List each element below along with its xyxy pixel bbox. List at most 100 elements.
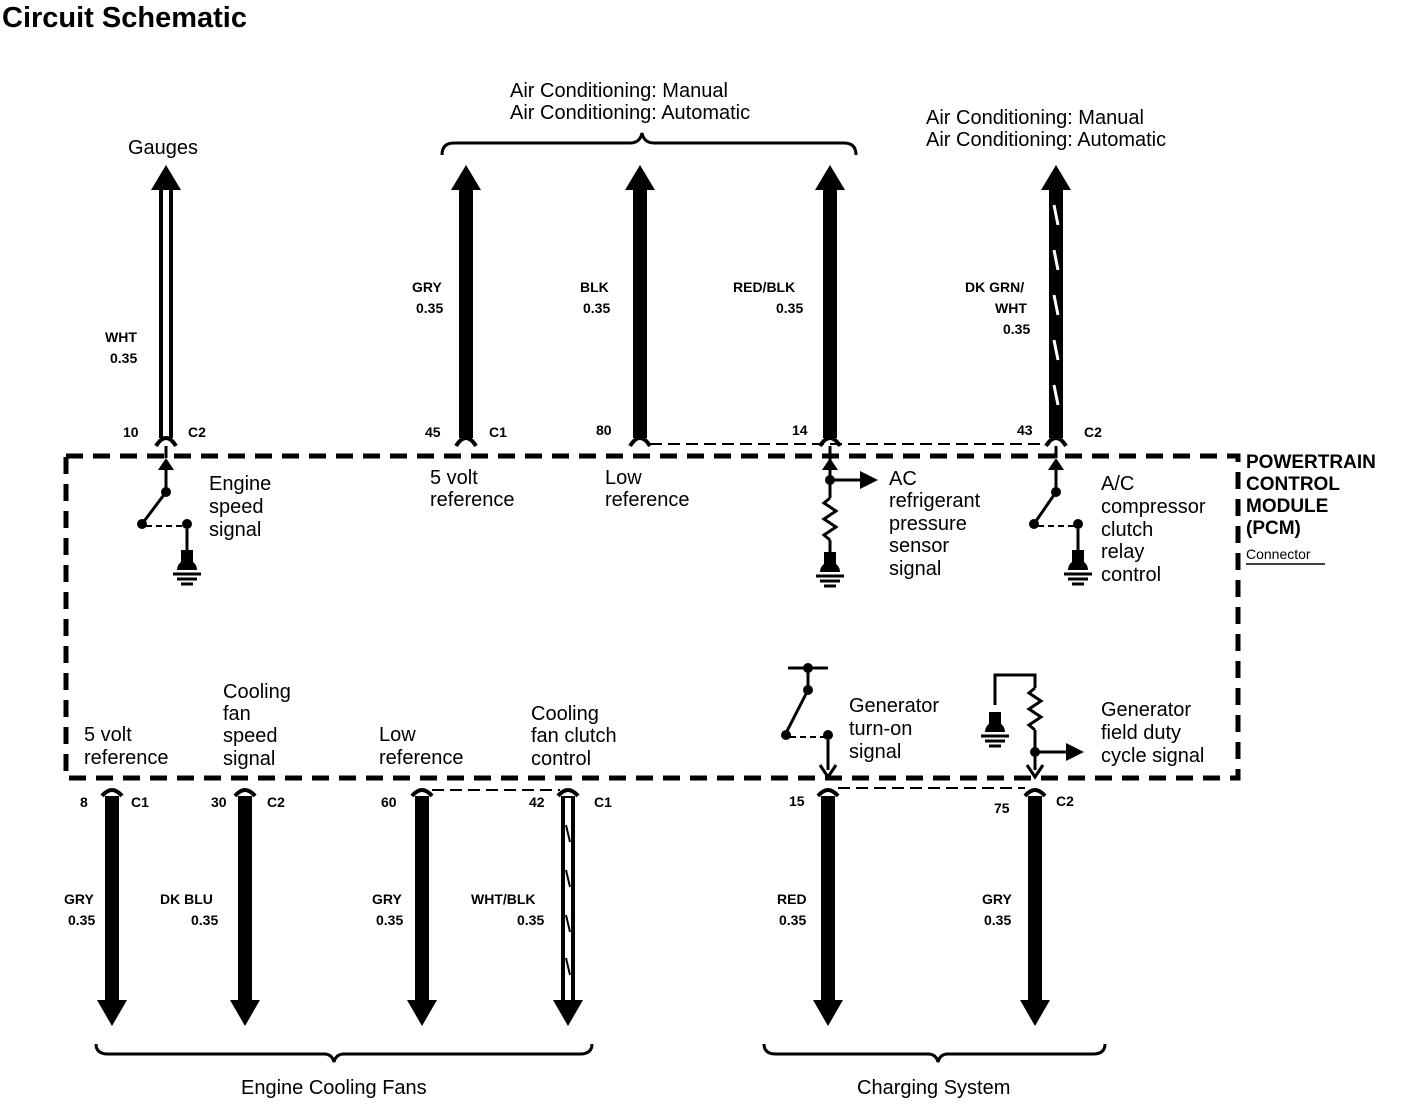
svg-text:Low: Low — [379, 724, 416, 746]
svg-text:Cooling: Cooling — [531, 703, 599, 725]
svg-text:Low: Low — [605, 467, 642, 489]
svg-text:signal: signal — [889, 558, 941, 580]
svg-text:refrigerant: refrigerant — [889, 490, 981, 512]
svg-text:speed: speed — [209, 496, 264, 518]
pin-80: 80 — [596, 422, 612, 438]
pin-45: 45 — [425, 424, 441, 440]
svg-text:Air Conditioning: Manual: Air Conditioning: Manual — [510, 80, 728, 102]
svg-text:MODULE: MODULE — [1246, 496, 1328, 517]
connector-c1-top: C1 — [489, 424, 507, 440]
svg-text:relay: relay — [1101, 541, 1144, 563]
bottom-pin-labels: 8 C1 30 C2 60 42 C1 15 75 C2 — [80, 793, 1074, 816]
wire-whtblk-42 — [553, 788, 583, 1026]
wire-gry-8 — [97, 788, 127, 1026]
pcm-label: POWERTRAIN CONTROL MODULE (PCM) Connecto… — [1246, 452, 1376, 565]
wire-gry-45 — [451, 165, 481, 448]
wire-label-blk: BLK 0.35 — [580, 279, 610, 316]
ac-pressure-sensor-symbol — [814, 446, 878, 588]
svg-text:0.35: 0.35 — [583, 300, 610, 316]
page-title: Circuit Schematic — [2, 2, 247, 34]
svg-text:0.35: 0.35 — [1003, 321, 1030, 337]
gauges-label: Gauges — [128, 137, 198, 159]
svg-text:GRY: GRY — [64, 891, 94, 907]
svg-text:control: control — [1101, 564, 1161, 586]
generator-turn-on-label: Generator turn-on signal — [849, 695, 939, 763]
wire-label-gry-75: GRY 0.35 — [982, 891, 1012, 928]
connector-c1-bottom-mid: C1 — [594, 794, 612, 810]
svg-text:0.35: 0.35 — [779, 912, 806, 928]
svg-text:DK GRN/: DK GRN/ — [965, 279, 1024, 295]
svg-text:A/C: A/C — [1101, 473, 1134, 495]
fan-speed-label: Cooling fan speed signal — [223, 681, 291, 770]
wire-red-15 — [813, 788, 843, 1026]
ac-clutch-label: A/C compressor clutch relay control — [1101, 473, 1206, 586]
svg-text:clutch: clutch — [1101, 519, 1153, 541]
low-ref-bottom-label: Low reference — [379, 724, 464, 769]
svg-text:GRY: GRY — [412, 279, 442, 295]
svg-text:AC: AC — [889, 468, 917, 490]
svg-text:reference: reference — [84, 747, 169, 769]
engine-speed-switch-symbol — [137, 470, 203, 586]
svg-text:RED: RED — [777, 891, 807, 907]
wire-label-redblk: RED/BLK 0.35 — [733, 279, 803, 316]
wire-label-gry-45: GRY 0.35 — [412, 279, 443, 316]
svg-text:0.35: 0.35 — [110, 350, 137, 366]
svg-text:5 volt: 5 volt — [430, 467, 478, 489]
wire-wht-10 — [151, 165, 181, 470]
svg-text:sensor: sensor — [889, 535, 949, 557]
svg-text:signal: signal — [223, 748, 275, 770]
cooling-fans-label: Engine Cooling Fans — [241, 1077, 427, 1099]
svg-text:fan: fan — [223, 703, 251, 725]
svg-text:WHT: WHT — [995, 300, 1027, 316]
pcm-boundary — [63, 453, 1241, 781]
charging-bracket — [762, 1043, 1107, 1063]
svg-text:speed: speed — [223, 725, 278, 747]
svg-text:Engine: Engine — [209, 473, 271, 495]
pin-14: 14 — [792, 422, 808, 438]
five-volt-ref-top-label: 5 volt reference — [430, 467, 515, 511]
pin-30: 30 — [211, 794, 227, 810]
svg-text:(PCM): (PCM) — [1246, 518, 1301, 539]
low-ref-top-label: Low reference — [605, 467, 690, 511]
svg-text:0.35: 0.35 — [68, 912, 95, 928]
svg-text:0.35: 0.35 — [984, 912, 1011, 928]
svg-text:turn-on: turn-on — [849, 718, 912, 740]
svg-text:Generator: Generator — [849, 695, 939, 717]
svg-text:signal: signal — [209, 519, 261, 541]
wire-redblk-14 — [815, 165, 845, 448]
pin-43: 43 — [1017, 422, 1033, 438]
cooling-fans-bracket — [94, 1043, 594, 1063]
svg-text:BLK: BLK — [580, 279, 609, 295]
svg-text:GRY: GRY — [372, 891, 402, 907]
connector-c2-right: C2 — [1084, 424, 1102, 440]
ac-pressure-label: AC refrigerant pressure sensor signal — [889, 468, 981, 580]
charging-system-label: Charging System — [857, 1077, 1010, 1099]
svg-text:0.35: 0.35 — [376, 912, 403, 928]
pin-60: 60 — [381, 794, 397, 810]
svg-text:GRY: GRY — [982, 891, 1012, 907]
pin-42: 42 — [529, 794, 545, 810]
connector-legend: Connector — [1246, 546, 1311, 562]
ac-right-label: Air Conditioning: Manual Air Conditionin… — [926, 107, 1166, 151]
pin-8: 8 — [80, 794, 88, 810]
pin-15: 15 — [789, 793, 805, 809]
svg-text:reference: reference — [430, 489, 515, 511]
wire-label-gry-60: GRY 0.35 — [372, 891, 403, 928]
svg-text:WHT/BLK: WHT/BLK — [471, 891, 536, 907]
wire-gry-60 — [407, 788, 437, 1026]
svg-text:DK BLU: DK BLU — [160, 891, 213, 907]
connector-c2-bottom-right: C2 — [1056, 793, 1074, 809]
svg-text:control: control — [531, 748, 591, 770]
five-volt-ref-bottom-label: 5 volt reference — [84, 724, 169, 769]
wire-label-wht: WHT 0.35 — [105, 329, 137, 366]
wire-blk-80 — [625, 165, 655, 448]
wire-label-red: RED 0.35 — [777, 891, 807, 928]
ac-clutch-switch-symbol — [1029, 446, 1094, 586]
generator-field-label: Generator field duty cycle signal — [1101, 699, 1204, 767]
fan-clutch-label: Cooling fan clutch control — [531, 703, 617, 770]
svg-text:reference: reference — [605, 489, 690, 511]
connector-c2-bottom: C2 — [267, 794, 285, 810]
generator-turn-on-switch-symbol — [781, 663, 838, 780]
svg-text:0.35: 0.35 — [191, 912, 218, 928]
